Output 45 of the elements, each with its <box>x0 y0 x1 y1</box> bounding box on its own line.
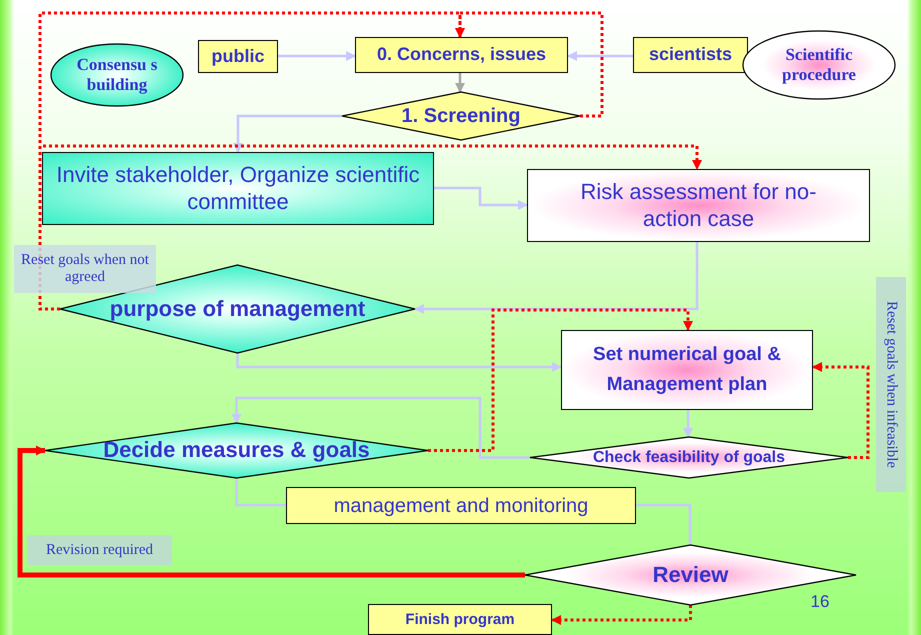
note-label: Reset goals when not agreed <box>14 245 156 293</box>
process-box <box>286 487 636 524</box>
node-label: scientists <box>648 44 732 66</box>
decision-diamond <box>45 423 428 478</box>
arrow <box>233 114 342 153</box>
process-box <box>633 37 748 73</box>
decision-diamond <box>530 437 848 478</box>
arrow <box>278 51 356 61</box>
process-box <box>42 152 434 225</box>
process-box <box>527 169 870 242</box>
process-box <box>355 37 568 73</box>
node-label: public <box>212 46 264 68</box>
node-label: Risk assessment for no-action case <box>580 179 818 232</box>
node-label: Scientific procedure <box>781 44 857 86</box>
node-label: Invite stakeholder, Organize scientific committee <box>55 162 421 215</box>
arrow <box>455 73 465 93</box>
node-label: 1. Screening <box>402 104 520 128</box>
arrow <box>236 353 562 372</box>
decision-diamond <box>342 92 580 140</box>
arrow <box>567 51 633 61</box>
ellipse-node <box>50 43 184 107</box>
node-label: Set numerical goal & Management plan <box>592 342 782 397</box>
arrow <box>812 362 870 459</box>
ellipse-node <box>742 30 896 100</box>
node-label: Check feasibility of goals <box>592 448 786 468</box>
node-label: 0. Concerns, issues <box>376 44 546 66</box>
process-box <box>561 330 813 410</box>
arrow <box>18 446 525 578</box>
node-label: management and monitoring <box>334 494 588 518</box>
arrow <box>414 242 698 314</box>
note-label: Revision required <box>27 535 172 565</box>
node-label: Decide measures & goals <box>103 437 370 464</box>
node-label: purpose of management <box>110 296 366 322</box>
note-label: Reset goals when infeasible <box>876 277 906 492</box>
arrow <box>434 186 528 210</box>
arrow <box>428 308 693 452</box>
process-box <box>368 604 552 635</box>
node-label: Finish program <box>405 610 515 628</box>
arrow <box>683 410 693 438</box>
process-box <box>198 40 278 73</box>
page-number: 16 <box>810 591 830 613</box>
arrow <box>232 396 530 459</box>
node-label: Consensu s building <box>76 54 158 96</box>
arrow <box>551 605 692 625</box>
node-label: Review <box>652 562 728 588</box>
